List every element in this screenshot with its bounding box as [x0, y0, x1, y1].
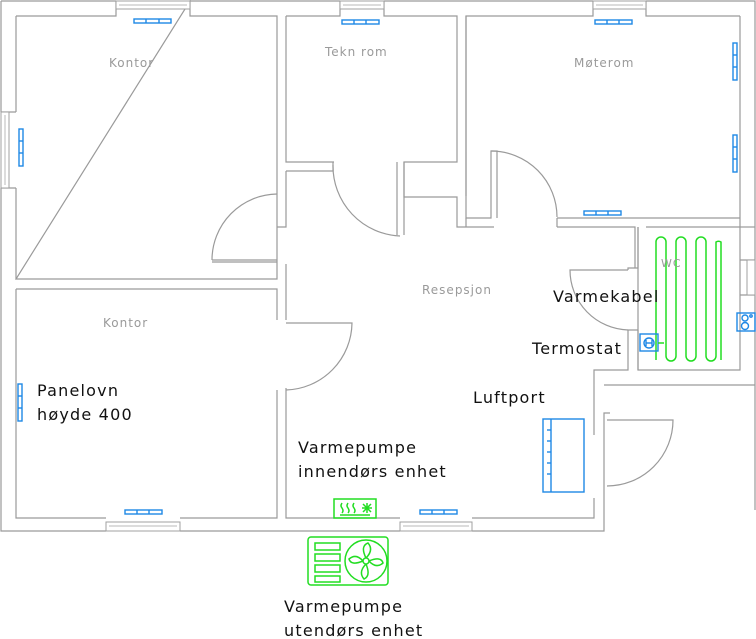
door-swing — [332, 164, 401, 237]
door-swing — [285, 322, 353, 391]
room-wc-walls — [593, 227, 755, 413]
door-swing — [211, 193, 278, 261]
panel-heater-icon[interactable] — [732, 42, 738, 81]
room-tekn-rom-walls — [332, 162, 405, 235]
heating-cable-icon[interactable] — [655, 236, 722, 362]
panel-heater-icon[interactable] — [124, 509, 163, 515]
annotation-varmekabel: Varmekabel — [553, 287, 659, 306]
toilet-icon[interactable] — [736, 312, 756, 332]
annotations: Panelovn høyde 400 Varmekabel Termostat … — [37, 287, 659, 639]
panel-heater-icon[interactable] — [594, 19, 633, 25]
room-label-moterom: Møterom — [574, 56, 634, 70]
annotation-vp-inne-1: Varmepumpe — [298, 438, 417, 457]
annotation-termostat: Termostat — [531, 339, 622, 358]
door-swing — [606, 419, 674, 487]
annotation-panelovn-height: høyde 400 — [37, 405, 133, 424]
annotation-panelovn: Panelovn — [37, 381, 119, 400]
room-label-kontor-1: Kontor — [109, 56, 154, 70]
outer-walls — [0, 0, 756, 532]
panel-heaters — [17, 18, 738, 515]
room-label-kontor-2: Kontor — [103, 316, 148, 330]
panel-heater-icon[interactable] — [583, 210, 622, 216]
air-curtain-icon[interactable] — [542, 418, 585, 493]
panel-heater-icon[interactable] — [419, 509, 458, 515]
room-kontor-1-walls — [15, 1, 494, 279]
doors — [211, 150, 674, 487]
annotation-vp-ute-1: Varmepumpe — [284, 597, 403, 616]
door-swing — [569, 269, 629, 331]
room-labels: Kontor Tekn rom Møterom Resepsjon Kontor… — [103, 45, 682, 330]
room-moterom-walls — [465, 16, 741, 371]
windows — [0, 0, 756, 532]
annotation-luftport: Luftport — [473, 388, 546, 407]
window — [746, 259, 756, 296]
heat-pump-indoor-icon[interactable] — [333, 498, 377, 519]
door-swing — [490, 150, 558, 218]
panel-heater-icon[interactable] — [18, 128, 24, 167]
annotation-vp-ute-2: utendørs enhet — [284, 621, 423, 639]
panel-heater-icon[interactable] — [133, 18, 172, 24]
thermostat-icon[interactable] — [639, 333, 664, 352]
room-label-wc: WC — [661, 257, 682, 270]
panel-heater-icon[interactable] — [17, 383, 23, 422]
room-label-tekn-rom: Tekn rom — [324, 45, 388, 59]
heat-pump-outdoor-icon[interactable] — [307, 536, 389, 586]
panel-heater-icon[interactable] — [341, 19, 380, 25]
room-label-resepsjon: Resepsjon — [422, 283, 492, 297]
annotation-vp-inne-2: innendørs enhet — [298, 462, 447, 481]
panel-heater-icon[interactable] — [732, 134, 738, 173]
